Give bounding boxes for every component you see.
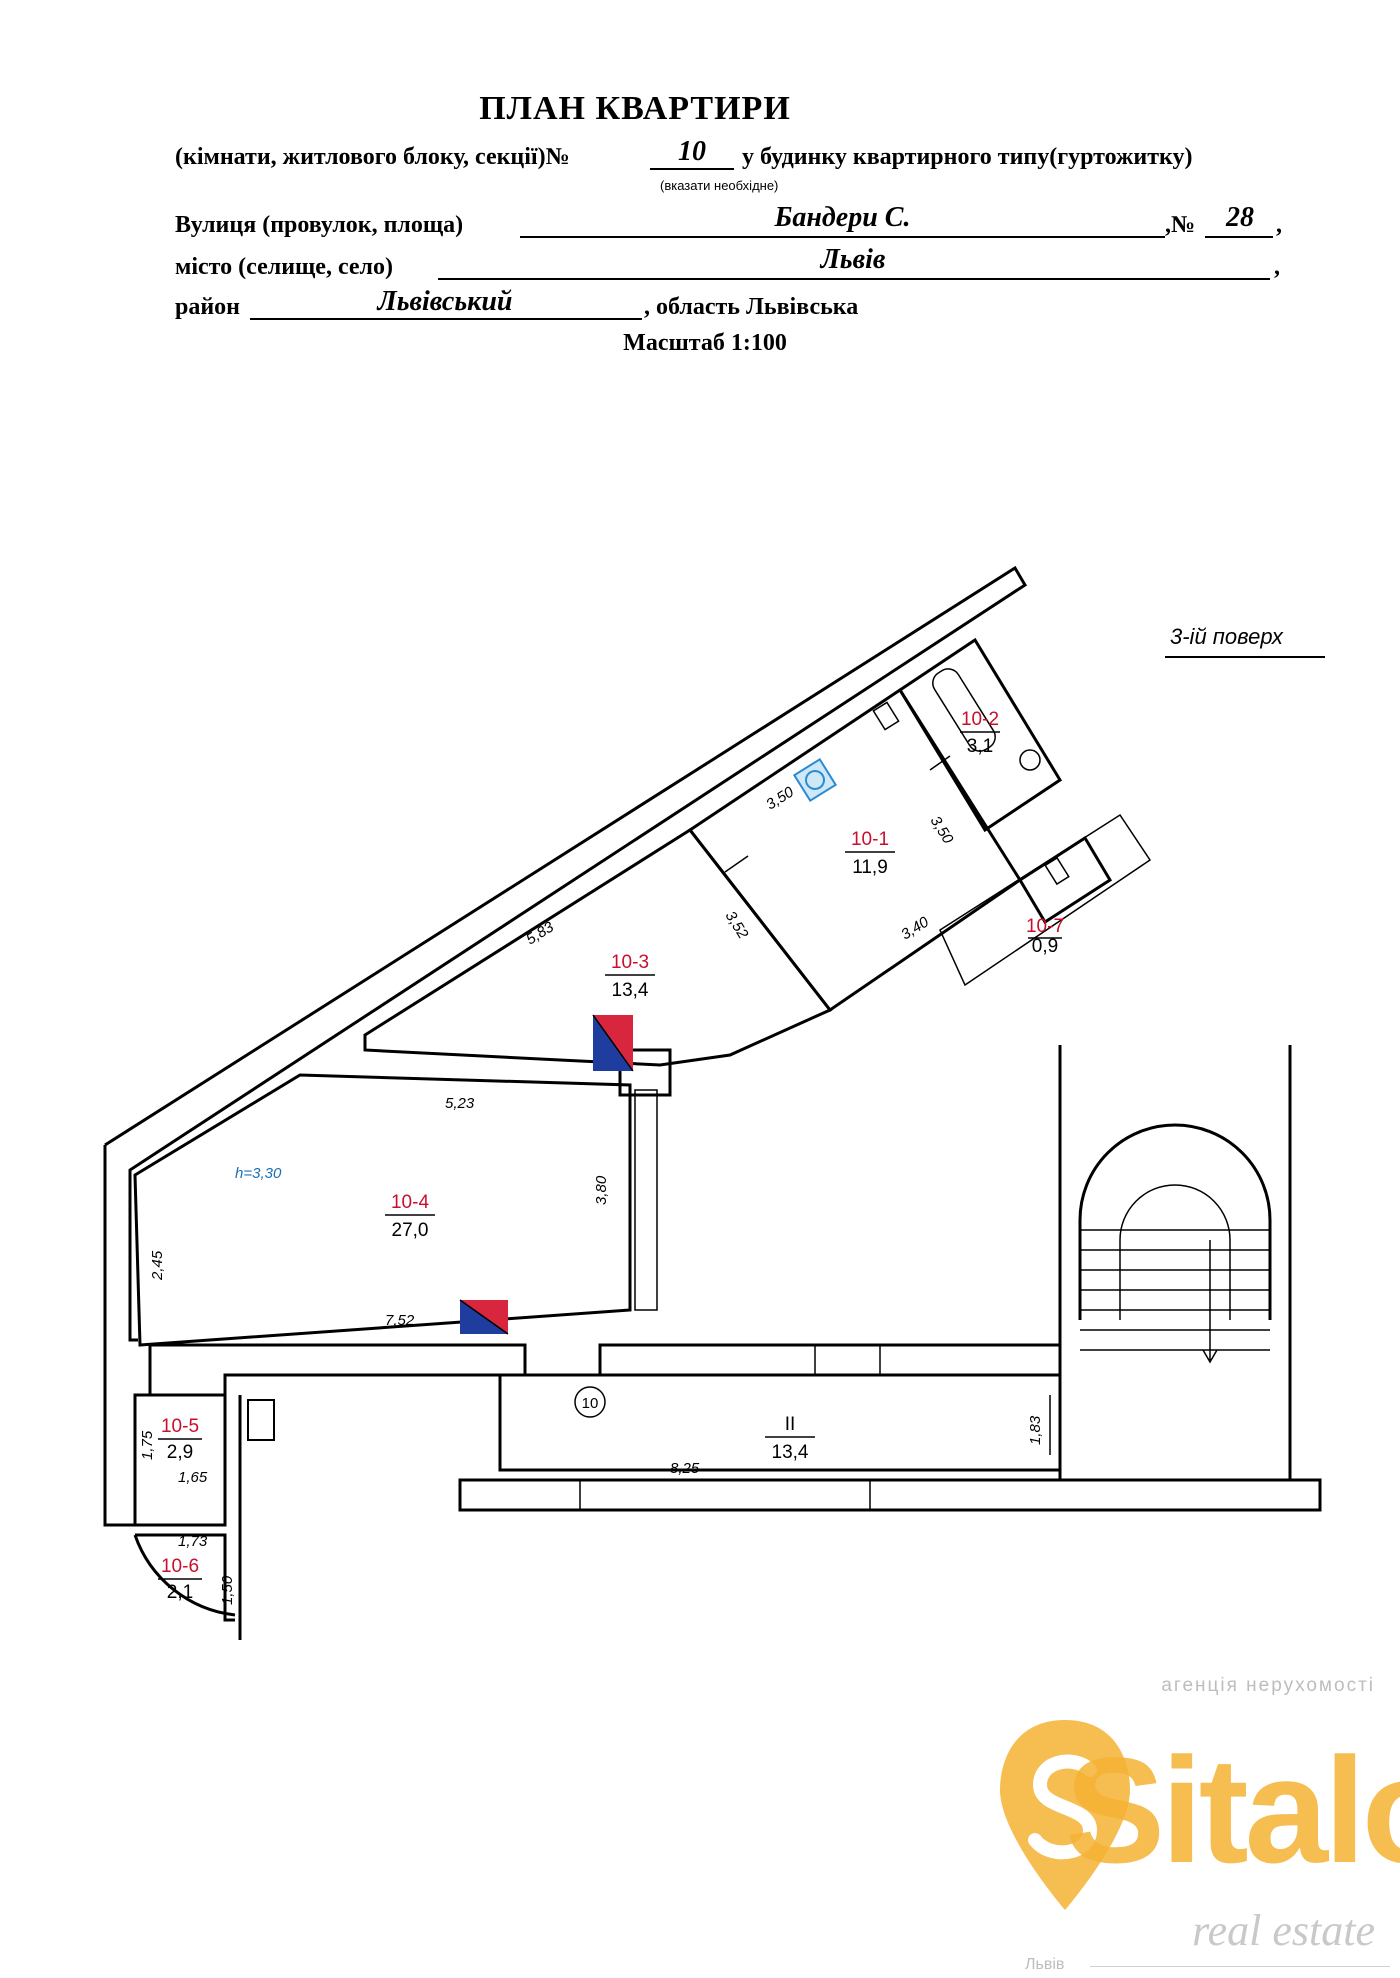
door-10-1-10-2 [929,755,951,771]
dim-r3-top: 5,83 [523,918,557,948]
house-comma: , [1276,212,1282,238]
toilet-icon [1019,749,1041,771]
document-title: ПЛАН КВАРТИРИ [479,90,791,127]
apartment-marker-circle [574,1386,606,1418]
header-line1-left: (кімнати, житлового блоку, секції)№ [175,144,570,170]
dim-r6-top: 1,73 [178,1533,208,1550]
corridor-upper-wall-left [148,1343,527,1397]
dim-r5-left: 1,75 [139,1430,156,1460]
district-value: Львівський [377,286,513,317]
apartment-marker-text: 10 [582,1395,599,1412]
sink-icon [872,701,900,731]
outer-left-wall [103,1145,135,1527]
floor-label: 3-ій поверх [1170,624,1283,649]
floor-underline [1165,656,1325,658]
room-10-4-walls [133,1073,632,1347]
room-10-5-area: 2,9 [167,1442,193,1463]
scale-text: Масштаб 1:100 [623,330,787,356]
ceiling-height-note: h=3,30 [235,1165,282,1182]
watermark-brand: Sitalo [1065,1726,1400,1894]
corridor-II-id: II [785,1414,796,1435]
room-10-3-area: 13,4 [612,980,649,1001]
street-value: Бандери С. [774,202,911,233]
room-10-6-id: 10-6 [161,1556,199,1577]
room-10-7-balcony [939,813,1152,987]
header-hint: (вказати необхідне) [660,178,779,193]
stairwell-inner-arch [1119,1184,1231,1320]
apartment-number-underline [650,168,734,170]
room-10-6-area: 2,1 [167,1582,193,1603]
door-10-1-10-3 [724,855,749,873]
corridor-window [814,1344,881,1376]
room-10-2-walls [897,637,1063,833]
corridor-upper-wall-right [598,1343,1062,1377]
region-text: , область Львівська [644,294,859,320]
room-10-2-area: 3,1 [967,736,993,757]
room-10-5-walls [133,1393,227,1527]
watermark-bottom-line [1090,1966,1390,1967]
city-value: Львів [820,244,886,275]
ventilation-shaft [247,1399,275,1441]
apartment-number-value: 10 [678,136,706,167]
street-underline [520,236,1165,238]
room-10-7-area: 0,9 [1032,936,1058,957]
room-10-3-id: 10-3 [611,952,649,973]
dim-r1-bottom: 3,40 [898,913,932,943]
watermark-city: Львів [1025,1956,1065,1973]
hatched-column [1044,856,1070,886]
house-value: 28 [1226,202,1254,233]
house-underline [1205,236,1273,238]
dim-r4-bottom: 7,52 [385,1312,415,1329]
district-underline [250,318,642,320]
dim-r1-top: 3,50 [763,783,797,813]
bottom-wall [458,1478,1322,1512]
room-10-1-area: 11,9 [852,857,888,878]
dim-r1-right: 3,50 [927,813,957,847]
watermark-tagline: real estate [1192,1906,1375,1955]
corridor-II-area: 13,4 [772,1442,809,1463]
dim-r3-right: 3,52 [722,908,752,942]
shaft-marker-upper [592,1014,634,1072]
dim-corridor-right: 1,83 [1027,1415,1044,1445]
stairwell-arch [1078,1123,1272,1320]
dim-r6-right: 1,50 [219,1575,236,1605]
outer-facade-wall [104,565,1028,1342]
room-10-7-id: 10-7 [1026,916,1064,937]
city-label: місто (селище, село) [175,254,393,280]
bathtub-icon [932,668,996,752]
stair-direction-arrow [1202,1240,1218,1364]
room-10-1-id: 10-1 [851,829,889,850]
dim-r3-bottom: 5,23 [445,1095,475,1112]
dim-r5-bottom: 1,65 [178,1469,208,1486]
header-line1-right: у будинку квартирного типу(гуртожитку) [742,144,1193,170]
dim-corridor-bottom: 8,25 [670,1460,700,1477]
room-10-4-area: 27,0 [392,1220,429,1241]
room-10-6-walls [133,1533,236,1622]
house-label: ,№ [1165,212,1196,238]
room-10-4-id: 10-4 [391,1192,429,1213]
room-10-5-id: 10-5 [161,1416,199,1437]
dim-r4-left: 2,45 [149,1250,166,1281]
watermark-top-text: агенція нерухомості [1161,1675,1375,1696]
shaft-marker-lower [459,1299,509,1335]
window-10-4-right [634,1089,658,1311]
room-10-2-id: 10-2 [961,709,999,730]
city-underline [438,278,1270,280]
city-comma: , [1274,254,1280,280]
stove-icon [792,757,838,803]
district-label: район [175,294,241,320]
stair-steps [1080,1229,1270,1351]
watermark-pin-icon [995,1715,1135,1915]
dim-r4-right: 3,80 [593,1175,610,1205]
column-10-4 [618,1048,672,1097]
street-label: Вулиця (провулок, площа) [175,212,464,238]
watermark-logo: агенція нерухомості Sitalo real estate [985,1675,1400,1975]
